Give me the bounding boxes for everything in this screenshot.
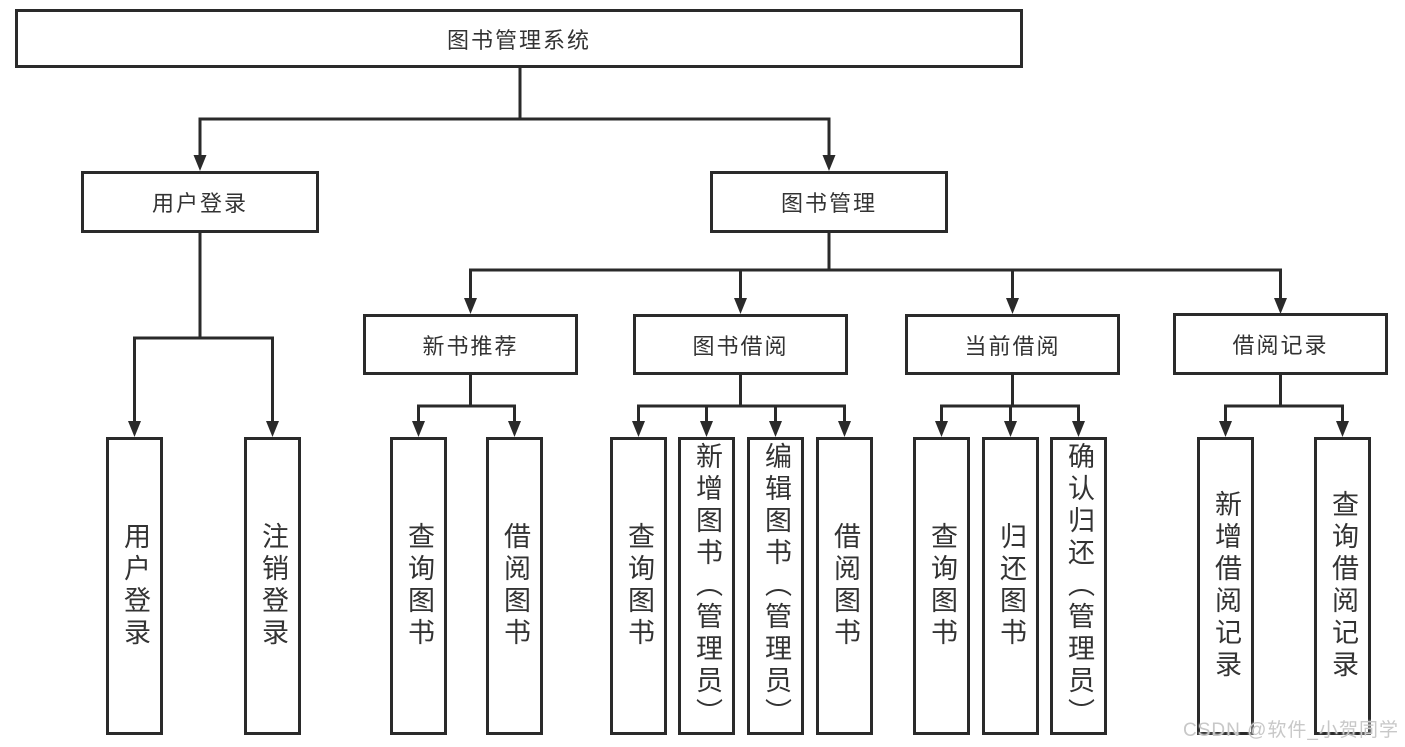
csdn-watermark: CSDN @软件_小贺同学 (1183, 720, 1399, 741)
node-root: 图书管理系统 (15, 9, 1023, 68)
leaf-borrow-books: 借阅图书 (816, 437, 873, 735)
leaf-recommend-query-books: 查询图书 (390, 437, 447, 735)
leaf-add-books-admin: 新增图书（管理员） (678, 437, 735, 735)
node-book-borrow: 图书借阅 (633, 314, 848, 375)
leaf-user-login: 用户登录 (106, 437, 163, 735)
leaf-logout-label: 注销登录 (258, 522, 288, 650)
leaf-add-borrow-record-label: 新增借阅记录 (1211, 490, 1241, 682)
leaf-return-books-label: 归还图书 (996, 522, 1026, 650)
node-book-borrow-label: 图书借阅 (692, 333, 789, 359)
node-user-login: 用户登录 (81, 171, 319, 233)
leaf-borrow-query-books: 查询图书 (610, 437, 667, 735)
node-user-login-label: 用户登录 (151, 191, 248, 216)
node-root-label: 图书管理系统 (446, 27, 591, 53)
leaf-confirm-return-admin-label: 确认归还（管理员） (1064, 442, 1094, 730)
leaf-query-borrow-record-label: 查询借阅记录 (1328, 490, 1358, 682)
leaf-confirm-return-admin: 确认归还（管理员） (1050, 437, 1107, 735)
leaf-add-borrow-record: 新增借阅记录 (1197, 437, 1254, 735)
leaf-current-query-books-label: 查询图书 (927, 522, 957, 650)
leaf-return-books: 归还图书 (982, 437, 1039, 735)
node-book-management-label: 图书管理 (780, 191, 877, 216)
leaf-query-borrow-record: 查询借阅记录 (1314, 437, 1371, 735)
leaf-edit-books-admin-label: 编辑图书（管理员） (761, 442, 791, 730)
node-current-borrow: 当前借阅 (905, 314, 1120, 375)
leaf-current-query-books: 查询图书 (913, 437, 970, 735)
arrow-stems (133, 119, 1344, 425)
leaf-borrow-books-label: 借阅图书 (830, 522, 860, 650)
leaf-logout: 注销登录 (244, 437, 301, 735)
leaf-borrow-query-books-label: 查询图书 (624, 522, 654, 650)
node-book-management: 图书管理 (710, 171, 948, 233)
node-new-book-recommend: 新书推荐 (363, 314, 578, 375)
node-borrow-records: 借阅记录 (1173, 313, 1388, 375)
node-borrow-records-label: 借阅记录 (1232, 333, 1329, 358)
leaf-user-login-label: 用户登录 (120, 522, 150, 650)
node-new-book-recommend-label: 新书推荐 (422, 333, 519, 359)
leaf-recommend-borrow-books-label: 借阅图书 (500, 522, 530, 650)
leaf-recommend-borrow-books: 借阅图书 (486, 437, 543, 735)
tree-edges (133, 68, 1344, 408)
leaf-recommend-query-books-label: 查询图书 (404, 522, 434, 650)
node-current-borrow-label: 当前借阅 (964, 333, 1061, 359)
leaf-edit-books-admin: 编辑图书（管理员） (747, 437, 804, 735)
leaf-add-books-admin-label: 新增图书（管理员） (692, 442, 722, 730)
